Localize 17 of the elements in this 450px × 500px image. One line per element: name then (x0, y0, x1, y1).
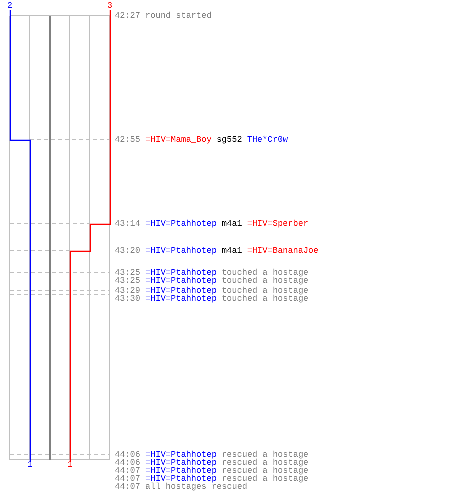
log-entry: 44:07 all hostages rescued (115, 482, 248, 492)
log-entry: 43:29 =HIV=Ptahhotep touched a hostage (115, 286, 309, 296)
count-label: 1 (26, 460, 34, 470)
count-label: 1 (66, 460, 74, 470)
log-entry: 43:14 =HIV=Ptahhotep m4a1 =HIV=Sperber (115, 220, 309, 228)
count-label: 2 (6, 2, 14, 10)
count-label: 3 (106, 2, 114, 10)
log-entry: 44:07 =HIV=Ptahhotep rescued a hostage (115, 474, 309, 484)
log-entry: 43:30 =HIV=Ptahhotep touched a hostage (115, 294, 309, 304)
log-entry: 43:25 =HIV=Ptahhotep touched a hostage (115, 276, 309, 286)
log-entry: 42:27 round started (115, 12, 212, 20)
log-entry: 43:25 =HIV=Ptahhotep touched a hostage (115, 268, 309, 278)
log-entry: 42:55 =HIV=Mama_Boy sg552 THe*Cr0w (115, 136, 288, 144)
log-entry: 43:20 =HIV=Ptahhotep m4a1 =HIV=BananaJoe (115, 246, 319, 256)
log-entry: 44:06 =HIV=Ptahhotep rescued a hostage (115, 450, 309, 460)
log-entry: 44:06 =HIV=Ptahhotep rescued a hostage (115, 458, 309, 468)
log-entry: 44:07 =HIV=Ptahhotep rescued a hostage (115, 466, 309, 476)
